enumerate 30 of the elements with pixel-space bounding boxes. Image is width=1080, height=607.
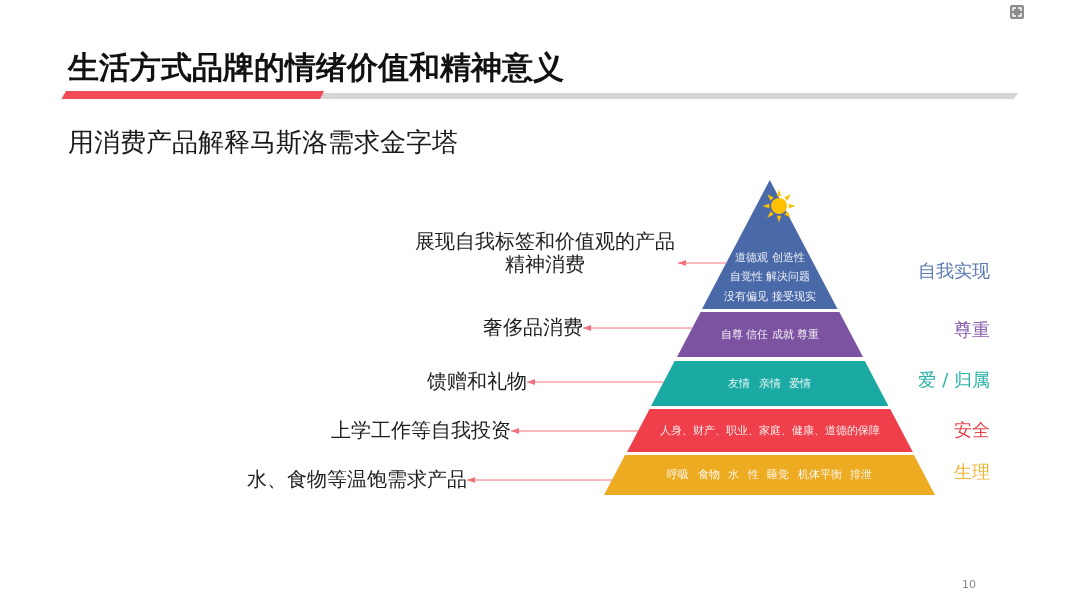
pyramid-layer bbox=[677, 312, 863, 357]
layer-text: 道德观 创造性 bbox=[735, 249, 805, 265]
page-number: 10 bbox=[962, 578, 976, 592]
pyramid-apex bbox=[702, 180, 838, 309]
pyramid-layer bbox=[627, 409, 913, 452]
annotation-text: 奢侈品消费 bbox=[483, 316, 583, 339]
subtitle: 用消费产品解释马斯洛需求金字塔 bbox=[68, 126, 458, 159]
pyramid-layer bbox=[651, 361, 889, 406]
layer-text: 呼吸 食物 水 性 睡觉 机体平衡 排泄 bbox=[667, 467, 873, 483]
layer-text: 友情 亲情 爱情 bbox=[728, 375, 812, 392]
layer-text: 人身、财产、职业、家庭、健康、道德的保障 bbox=[660, 422, 880, 439]
annotation-text: 上学工作等自我投资 bbox=[331, 419, 511, 442]
annotation-text: 水、食物等温饱需求产品 bbox=[247, 468, 467, 491]
level-name: 自我实现 bbox=[918, 260, 990, 283]
layer-text: 没有偏见 接受现实 bbox=[724, 288, 816, 304]
layer-text: 自尊 信任 成就 尊重 bbox=[720, 326, 820, 343]
annotation-text: 展现自我标签和价值观的产品精神消费 bbox=[412, 230, 678, 276]
arrow bbox=[582, 325, 693, 331]
level-name: 安全 bbox=[954, 419, 990, 442]
level-name: 生理 bbox=[954, 461, 990, 484]
layer-text: 自觉性 解决问题 bbox=[729, 269, 811, 284]
slide-title: 生活方式品牌的情绪价值和精神意义 bbox=[68, 48, 564, 87]
pyramid-layer bbox=[604, 455, 936, 495]
level-name: 爱 / 归属 bbox=[918, 369, 990, 392]
annotation-text: 馈赠和礼物 bbox=[427, 370, 527, 393]
arrow bbox=[677, 260, 727, 266]
arrow bbox=[526, 379, 665, 385]
level-name: 尊重 bbox=[954, 319, 990, 342]
arrow bbox=[510, 428, 639, 434]
arrow bbox=[466, 477, 613, 483]
